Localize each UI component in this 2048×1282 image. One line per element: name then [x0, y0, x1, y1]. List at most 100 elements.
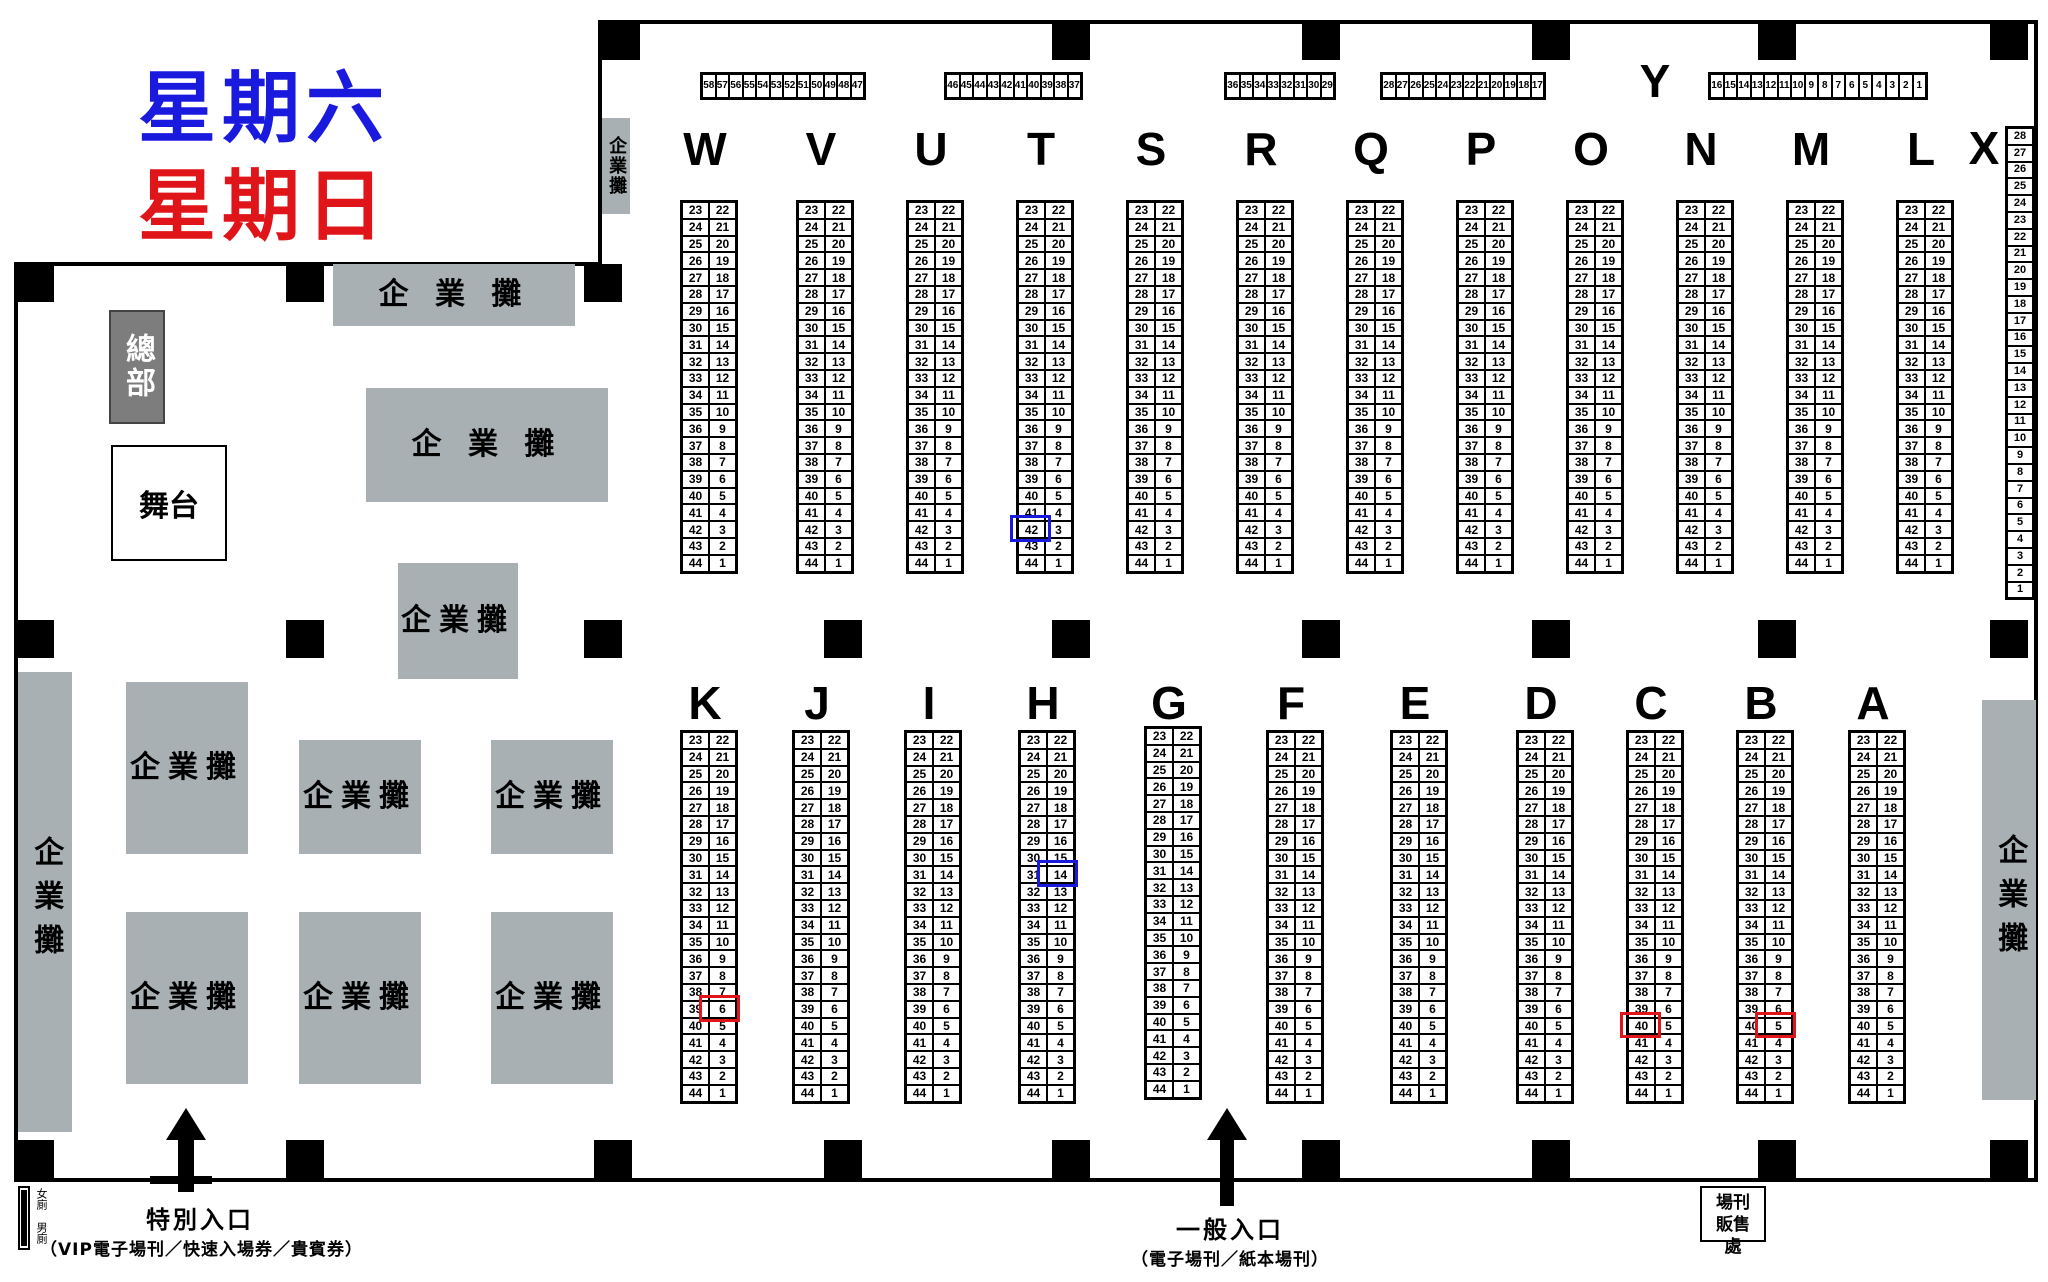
booth-a-13[interactable]: 13	[1877, 883, 1904, 900]
booth-e-33[interactable]: 33	[1392, 899, 1419, 917]
booth-i-4[interactable]: 4	[933, 1034, 960, 1052]
booth-f-9[interactable]: 9	[1295, 950, 1322, 968]
booth-e-2[interactable]: 2	[1419, 1067, 1446, 1085]
booth-k-11[interactable]: 11	[709, 916, 736, 934]
booth-s-13[interactable]: 13	[1155, 353, 1182, 370]
booth-y-11[interactable]: 11	[1777, 74, 1791, 98]
booth-g-22[interactable]: 22	[1173, 728, 1200, 745]
booth-q-6[interactable]: 6	[1375, 470, 1402, 488]
booth-a-24[interactable]: 24	[1850, 748, 1877, 766]
booth-o-16[interactable]: 16	[1595, 302, 1622, 320]
booth-u-27[interactable]: 27	[908, 269, 935, 286]
booth-d-43[interactable]: 43	[1518, 1067, 1545, 1085]
booth-p-28[interactable]: 28	[1458, 285, 1485, 303]
booth-l-40[interactable]: 40	[1898, 487, 1925, 505]
booth-k-1[interactable]: 1	[709, 1084, 736, 1102]
booth-j-31[interactable]: 31	[794, 866, 821, 884]
booth-w-23[interactable]: 23	[682, 202, 709, 219]
booth-u-28[interactable]: 28	[908, 285, 935, 303]
booth-x-17[interactable]: 17	[2007, 312, 2033, 330]
booth-j-26[interactable]: 26	[794, 782, 821, 800]
booth-s-25[interactable]: 25	[1128, 235, 1155, 253]
booth-x-19[interactable]: 19	[2007, 279, 2033, 296]
booth-j-34[interactable]: 34	[794, 916, 821, 934]
booth-p-19[interactable]: 19	[1485, 252, 1512, 270]
booth-d-28[interactable]: 28	[1518, 815, 1545, 833]
booth-b-22[interactable]: 22	[1765, 732, 1792, 749]
booth-u-37[interactable]: 37	[908, 437, 935, 454]
booth-u-38[interactable]: 38	[908, 453, 935, 471]
booth-t-19[interactable]: 19	[1045, 252, 1072, 270]
booth-w-25[interactable]: 25	[682, 235, 709, 253]
booth-f-22[interactable]: 22	[1295, 732, 1322, 749]
booth-h-14[interactable]: 14	[1047, 866, 1074, 884]
booth-k-21[interactable]: 21	[709, 748, 736, 766]
booth-w-35[interactable]: 35	[682, 403, 709, 421]
booth-t-38[interactable]: 38	[1018, 453, 1045, 471]
booth-a-42[interactable]: 42	[1850, 1051, 1877, 1068]
booth-x-20[interactable]: 20	[2007, 262, 2033, 280]
booth-m-40[interactable]: 40	[1788, 487, 1815, 505]
booth-c-33[interactable]: 33	[1628, 899, 1655, 917]
booth-r-21[interactable]: 21	[1265, 218, 1292, 236]
booth-l-33[interactable]: 33	[1898, 369, 1925, 387]
booth-c-3[interactable]: 3	[1655, 1051, 1682, 1068]
booth-k-2[interactable]: 2	[709, 1067, 736, 1085]
booth-l-32[interactable]: 32	[1898, 353, 1925, 370]
booth-e-4[interactable]: 4	[1419, 1034, 1446, 1052]
booth-e-12[interactable]: 12	[1419, 899, 1446, 917]
booth-x-25[interactable]: 25	[2007, 178, 2033, 196]
booth-b-21[interactable]: 21	[1765, 748, 1792, 766]
booth-k-38[interactable]: 38	[682, 983, 709, 1001]
booth-w-11[interactable]: 11	[709, 386, 736, 404]
booth-i-25[interactable]: 25	[906, 765, 933, 783]
booth-x-8[interactable]: 8	[2007, 463, 2033, 481]
booth-b-2[interactable]: 2	[1765, 1067, 1792, 1085]
booth-f-24[interactable]: 24	[1268, 748, 1295, 766]
booth-h-12[interactable]: 12	[1047, 899, 1074, 917]
booth-j-22[interactable]: 22	[821, 732, 848, 749]
booth-h-2[interactable]: 2	[1047, 1067, 1074, 1085]
booth-i-18[interactable]: 18	[933, 799, 960, 816]
corporate-booth[interactable]: 企業攤	[398, 563, 518, 679]
booth-s-31[interactable]: 31	[1128, 336, 1155, 354]
booth-f-32[interactable]: 32	[1268, 883, 1295, 900]
booth-d-11[interactable]: 11	[1545, 916, 1572, 934]
booth-o-19[interactable]: 19	[1595, 252, 1622, 270]
booth-l-3[interactable]: 3	[1925, 521, 1952, 538]
booth-p-35[interactable]: 35	[1458, 403, 1485, 421]
booth-s-39[interactable]: 39	[1128, 470, 1155, 488]
booth-o-4[interactable]: 4	[1595, 504, 1622, 522]
booth-m-44[interactable]: 44	[1788, 554, 1815, 572]
booth-o-8[interactable]: 8	[1595, 437, 1622, 454]
booth-s-7[interactable]: 7	[1155, 453, 1182, 471]
booth-c-23[interactable]: 23	[1628, 732, 1655, 749]
booth-f-8[interactable]: 8	[1295, 967, 1322, 984]
booth-y-33[interactable]: 33	[1266, 74, 1280, 98]
booth-i-3[interactable]: 3	[933, 1051, 960, 1068]
booth-y-51[interactable]: 51	[796, 74, 810, 98]
booth-b-43[interactable]: 43	[1738, 1067, 1765, 1085]
booth-g-36[interactable]: 36	[1146, 946, 1173, 964]
booth-f-25[interactable]: 25	[1268, 765, 1295, 783]
booth-u-32[interactable]: 32	[908, 353, 935, 370]
booth-k-17[interactable]: 17	[709, 815, 736, 833]
booth-e-34[interactable]: 34	[1392, 916, 1419, 934]
booth-y-58[interactable]: 58	[702, 74, 716, 98]
booth-m-43[interactable]: 43	[1788, 537, 1815, 555]
booth-n-21[interactable]: 21	[1705, 218, 1732, 236]
booth-e-28[interactable]: 28	[1392, 815, 1419, 833]
booth-e-14[interactable]: 14	[1419, 866, 1446, 884]
booth-t-14[interactable]: 14	[1045, 336, 1072, 354]
booth-b-25[interactable]: 25	[1738, 765, 1765, 783]
booth-s-22[interactable]: 22	[1155, 202, 1182, 219]
booth-u-22[interactable]: 22	[935, 202, 962, 219]
booth-m-25[interactable]: 25	[1788, 235, 1815, 253]
booth-i-2[interactable]: 2	[933, 1067, 960, 1085]
booth-b-38[interactable]: 38	[1738, 983, 1765, 1001]
booth-s-35[interactable]: 35	[1128, 403, 1155, 421]
booth-c-34[interactable]: 34	[1628, 916, 1655, 934]
booth-a-16[interactable]: 16	[1877, 832, 1904, 850]
booth-g-41[interactable]: 41	[1146, 1030, 1173, 1048]
booth-l-22[interactable]: 22	[1925, 202, 1952, 219]
